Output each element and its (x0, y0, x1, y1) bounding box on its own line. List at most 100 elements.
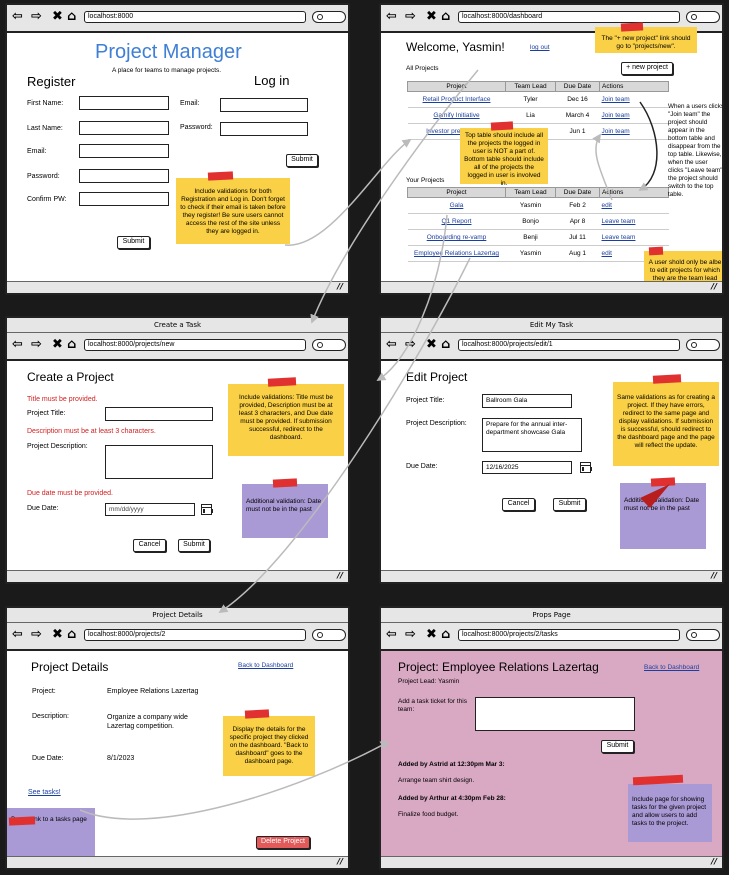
reg-email-input[interactable] (79, 144, 169, 158)
search-icon[interactable] (686, 339, 720, 351)
home-icon[interactable]: ⌂ (67, 627, 77, 642)
cancel-button[interactable]: Cancel (502, 498, 535, 511)
reg-password-input[interactable] (79, 169, 169, 183)
date-label: Due Date: (27, 505, 59, 512)
sticky-note-auth: Include validations for both Registratio… (176, 178, 290, 244)
cell: Jul 11 (555, 229, 600, 246)
url-bar[interactable]: localhost:8000/projects/edit/1 (458, 339, 680, 351)
search-icon[interactable] (312, 11, 346, 23)
browser-nav-bar: ⇦ ⇨ ✖ ⌂ localhost:8000/projects/2/tasks (381, 623, 722, 651)
col-header: Project (407, 81, 506, 92)
project-link[interactable]: Gamify Initiative (433, 112, 480, 119)
task-input[interactable] (475, 697, 635, 731)
back-icon[interactable]: ⇦ (12, 627, 23, 642)
project-link[interactable]: Employee Relations Lazertag (414, 250, 499, 257)
logout-link[interactable]: log out (530, 44, 550, 51)
project-link[interactable]: Retail Product Interface (422, 96, 491, 103)
back-icon[interactable]: ⇦ (386, 9, 397, 24)
back-to-dashboard-link[interactable]: Back to Dashboard (644, 664, 700, 671)
back-icon[interactable]: ⇦ (12, 9, 23, 24)
window-footer (7, 281, 348, 293)
forward-icon[interactable]: ⇨ (31, 9, 42, 24)
new-project-button[interactable]: + new project (621, 62, 673, 75)
sticky-tape (207, 171, 234, 181)
edit-link[interactable]: edit (601, 250, 612, 257)
url-bar[interactable]: localhost:8000/dashboard (458, 11, 680, 23)
calendar-icon[interactable] (201, 504, 213, 515)
see-tasks-link[interactable]: See tasks! (28, 789, 61, 796)
back-icon[interactable]: ⇦ (386, 627, 397, 642)
delete-project-button[interactable]: Delete Project (256, 836, 310, 849)
close-icon[interactable]: ✖ (52, 337, 63, 352)
close-icon[interactable]: ✖ (52, 9, 63, 24)
back-icon[interactable]: ⇦ (12, 337, 23, 352)
project-link[interactable]: Q1 Report (441, 218, 472, 225)
submit-button[interactable]: Submit (553, 498, 586, 511)
close-icon[interactable]: ✖ (426, 9, 437, 24)
forward-icon[interactable]: ⇨ (31, 627, 42, 642)
reg-first-name-input[interactable] (79, 96, 169, 110)
leave-team-link[interactable]: Leave team (601, 234, 636, 241)
due-date-input[interactable]: 12/16/2025 (482, 461, 572, 474)
back-icon[interactable]: ⇦ (386, 337, 397, 352)
submit-button[interactable]: Submit (601, 740, 634, 753)
reg-confirm-input[interactable] (79, 192, 169, 206)
sticky-note-tasks: Include page for showing tasks for the g… (628, 784, 712, 842)
welcome-heading: Welcome, Yasmin! (406, 40, 505, 54)
login-password-input[interactable] (220, 122, 308, 136)
home-icon[interactable]: ⌂ (67, 9, 77, 24)
submit-button[interactable]: Submit (178, 539, 210, 552)
register-submit-button[interactable]: Submit (117, 236, 150, 249)
description-label: Description: (32, 713, 69, 720)
project-title-input[interactable]: Ballroom Gala (482, 394, 572, 408)
forward-icon[interactable]: ⇨ (31, 337, 42, 352)
close-icon[interactable]: ✖ (426, 627, 437, 642)
leave-team-link[interactable]: Leave team (601, 218, 636, 225)
close-icon[interactable]: ✖ (426, 337, 437, 352)
calendar-icon[interactable] (580, 462, 592, 473)
url-bar[interactable]: localhost:8000 (84, 11, 306, 23)
url-bar[interactable]: localhost:8000/projects/2 (84, 629, 306, 641)
search-icon[interactable] (312, 339, 346, 351)
col-header: Team Lead (505, 81, 556, 92)
close-icon[interactable]: ✖ (52, 627, 63, 642)
project-description-input[interactable]: Prepare for the annual inter-department … (482, 418, 582, 452)
home-icon[interactable]: ⌂ (67, 337, 77, 352)
home-icon[interactable]: ⌂ (441, 337, 451, 352)
search-icon[interactable] (686, 629, 720, 641)
sticky-note-details: Display the details for the specific pro… (223, 716, 315, 776)
cancel-button[interactable]: Cancel (133, 539, 166, 552)
login-submit-button[interactable]: Submit (286, 154, 318, 167)
project-title-input[interactable] (105, 407, 213, 421)
forward-icon[interactable]: ⇨ (405, 627, 416, 642)
login-email-input[interactable] (220, 98, 308, 112)
edit-link[interactable]: edit (601, 202, 612, 209)
cell: Tyler (505, 91, 556, 108)
join-team-link[interactable]: Join team (601, 128, 630, 135)
search-icon[interactable] (312, 629, 346, 641)
back-to-dashboard-link[interactable]: Back to Dashboard (238, 662, 294, 669)
search-icon[interactable] (686, 11, 720, 23)
url-bar[interactable]: localhost:8000/projects/new (84, 339, 306, 351)
project-link[interactable]: Gala (449, 202, 464, 209)
window-footer (7, 856, 348, 868)
home-icon[interactable]: ⌂ (441, 9, 451, 24)
join-team-link[interactable]: Join team (601, 96, 630, 103)
col-header: Project (407, 187, 506, 198)
due-date-input[interactable]: mm/dd/yyyy (105, 503, 195, 516)
sticky-tape (272, 478, 298, 488)
reg-last-name-input[interactable] (79, 121, 169, 135)
forward-icon[interactable]: ⇨ (405, 9, 416, 24)
project-link[interactable]: Onboarding re-vamp (426, 234, 487, 241)
url-bar[interactable]: localhost:8000/projects/2/tasks (458, 629, 680, 641)
browser-nav-bar: ⇦ ⇨ ✖ ⌂ localhost:8000/projects/edit/1 (381, 333, 722, 361)
login-label-email: Email: (180, 100, 200, 107)
sticky-tape (490, 121, 514, 131)
description-label: Project Description: (27, 443, 88, 450)
page-title: Create a Project (27, 370, 114, 384)
project-description-input[interactable] (105, 445, 213, 479)
home-icon[interactable]: ⌂ (441, 627, 451, 642)
join-team-link[interactable]: Join team (601, 112, 630, 119)
forward-icon[interactable]: ⇨ (405, 337, 416, 352)
